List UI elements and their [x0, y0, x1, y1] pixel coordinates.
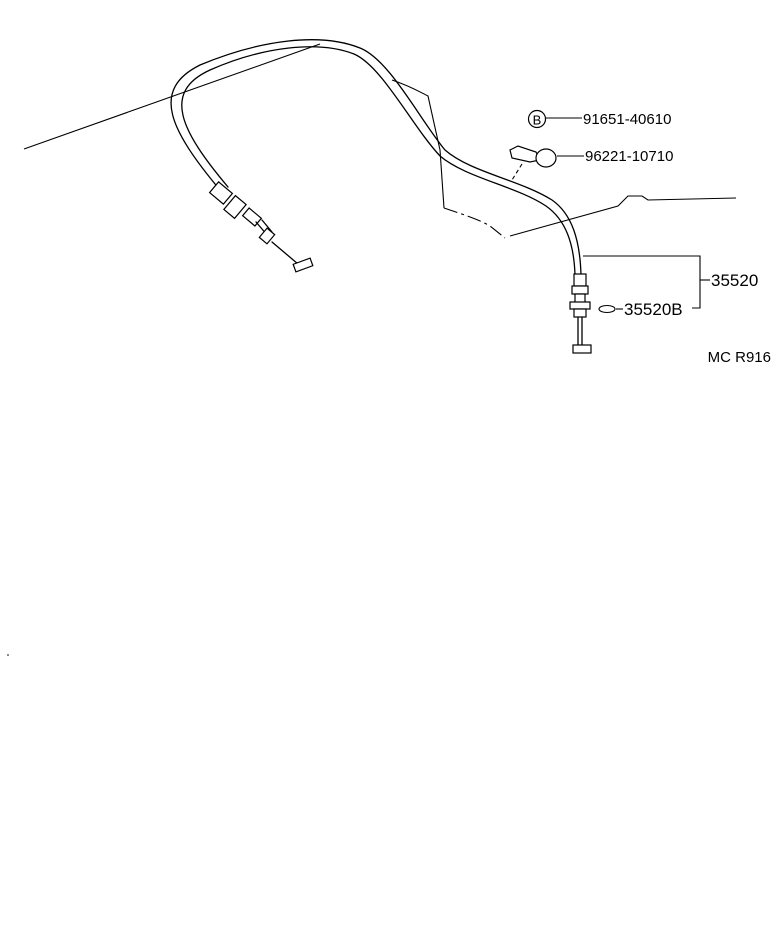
clip-part-number: 96221-10710: [585, 148, 673, 165]
panel-outline-lower: [443, 207, 506, 239]
bolt-symbol-letter: B: [533, 113, 542, 128]
bolt-part-number: 91651-40610: [583, 111, 671, 128]
panel-outline: [391, 79, 445, 209]
sub-part-number: 35520B: [624, 300, 683, 319]
washer-icon: [598, 304, 616, 314]
assembly-bracket: [583, 255, 701, 309]
right-cable-end: [569, 273, 592, 354]
assembly-part-number: 35520: [711, 271, 758, 290]
floor-outline: [509, 195, 737, 237]
figure-code: MC R916: [708, 349, 771, 366]
speck: [7, 654, 9, 656]
left-cable-end: [208, 181, 314, 273]
clip-icon: [509, 145, 557, 181]
bolt-symbol-icon: B: [527, 109, 547, 129]
cable-inner: [181, 46, 576, 276]
cable-outer: [170, 39, 582, 276]
